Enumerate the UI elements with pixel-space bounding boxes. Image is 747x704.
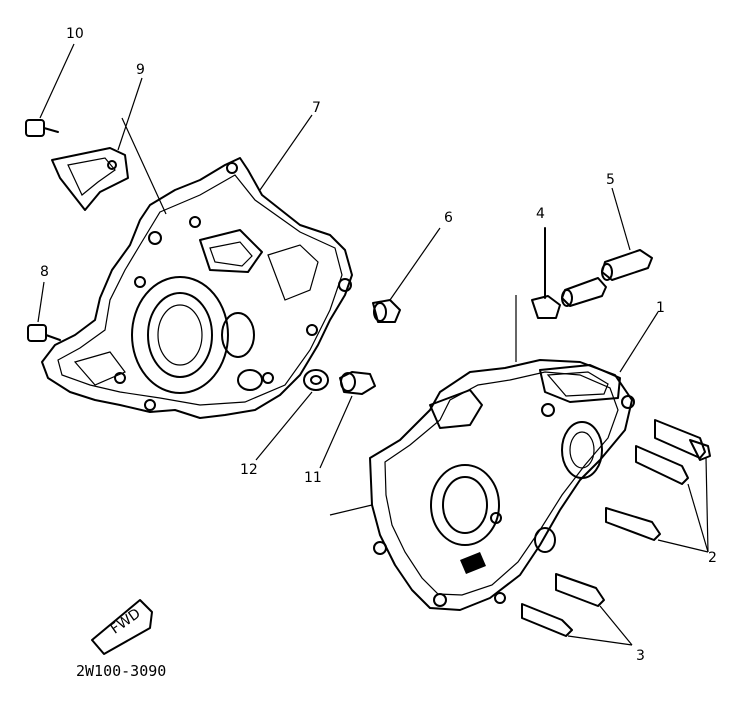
callout-3: 3 (636, 648, 645, 664)
callout-11: 11 (304, 470, 322, 486)
washer-part-12 (303, 369, 329, 391)
bolt-part-2-a (654, 419, 711, 461)
callout-6: 6 (444, 210, 453, 226)
callout-2: 2 (708, 550, 717, 566)
callout-1: 1 (656, 300, 665, 316)
dowel-pin-part-8 (27, 324, 61, 342)
right-crankcase (329, 359, 635, 611)
callout-12: 12 (240, 462, 258, 478)
callout-9: 9 (136, 62, 145, 78)
fwd-arrow-icon: FWD (91, 599, 153, 655)
fitting-part-4 (531, 227, 561, 319)
bracket-plate-part-9 (51, 147, 129, 211)
leader-lines (37, 43, 709, 646)
left-crankcase (41, 157, 353, 419)
part-code-label: 2W100-3090 (76, 662, 166, 680)
screw-part-10 (25, 119, 59, 137)
callouts: 1 2 3 4 5 6 7 8 9 10 11 12 (40, 26, 717, 664)
plug-part-6 (372, 299, 401, 323)
pin-part-5 (561, 249, 653, 307)
callout-10: 10 (66, 26, 84, 42)
bolt-part-2-c (605, 507, 661, 541)
bolt-part-3-b (521, 603, 573, 637)
callout-8: 8 (40, 264, 49, 280)
fwd-label: FWD (108, 606, 144, 638)
drain-bolt-part-11 (339, 371, 376, 395)
callout-7: 7 (312, 100, 321, 116)
callout-4: 4 (536, 206, 545, 222)
bolt-part-2-b (635, 445, 689, 485)
callout-5: 5 (606, 172, 615, 188)
bolt-part-3-a (555, 573, 605, 607)
